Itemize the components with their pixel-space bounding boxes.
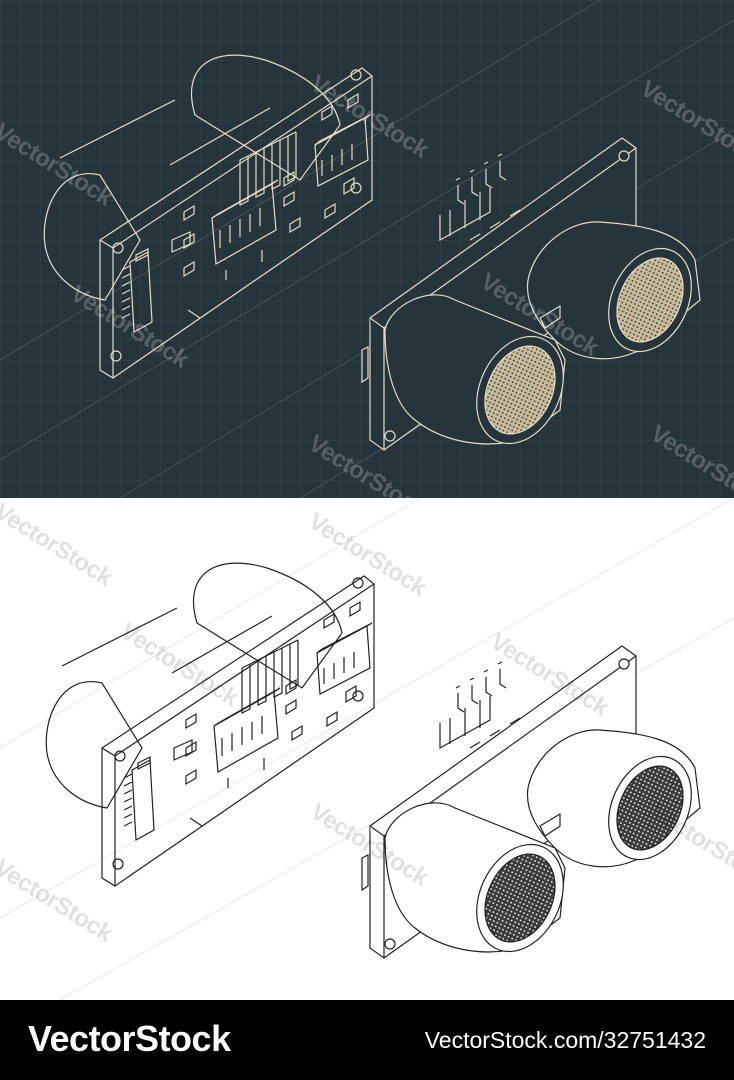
sensor-board-front-view <box>361 137 708 459</box>
blueprint-drawing <box>0 0 734 498</box>
transducer-mesh-right <box>616 765 684 851</box>
transducer-mesh-left <box>484 345 556 435</box>
brand-logo: VectorStock <box>28 1018 231 1059</box>
stock-id: VectorStock.com/32751432 <box>424 1027 706 1053</box>
transducer-mesh-left <box>484 853 556 943</box>
footer-bar: VectorStock VectorStock.com/32751432 <box>0 1000 734 1080</box>
line-art-panel: VectorStock VectorStock VectorStock Vect… <box>0 498 734 1000</box>
line-art-drawing <box>0 498 734 1000</box>
sensor-board-front-view <box>361 645 708 967</box>
transducer-mesh-right <box>616 257 684 343</box>
blueprint-panel: VectorStock VectorStock VectorStock Vect… <box>0 0 734 498</box>
sensor-board-rear-view <box>45 562 375 887</box>
